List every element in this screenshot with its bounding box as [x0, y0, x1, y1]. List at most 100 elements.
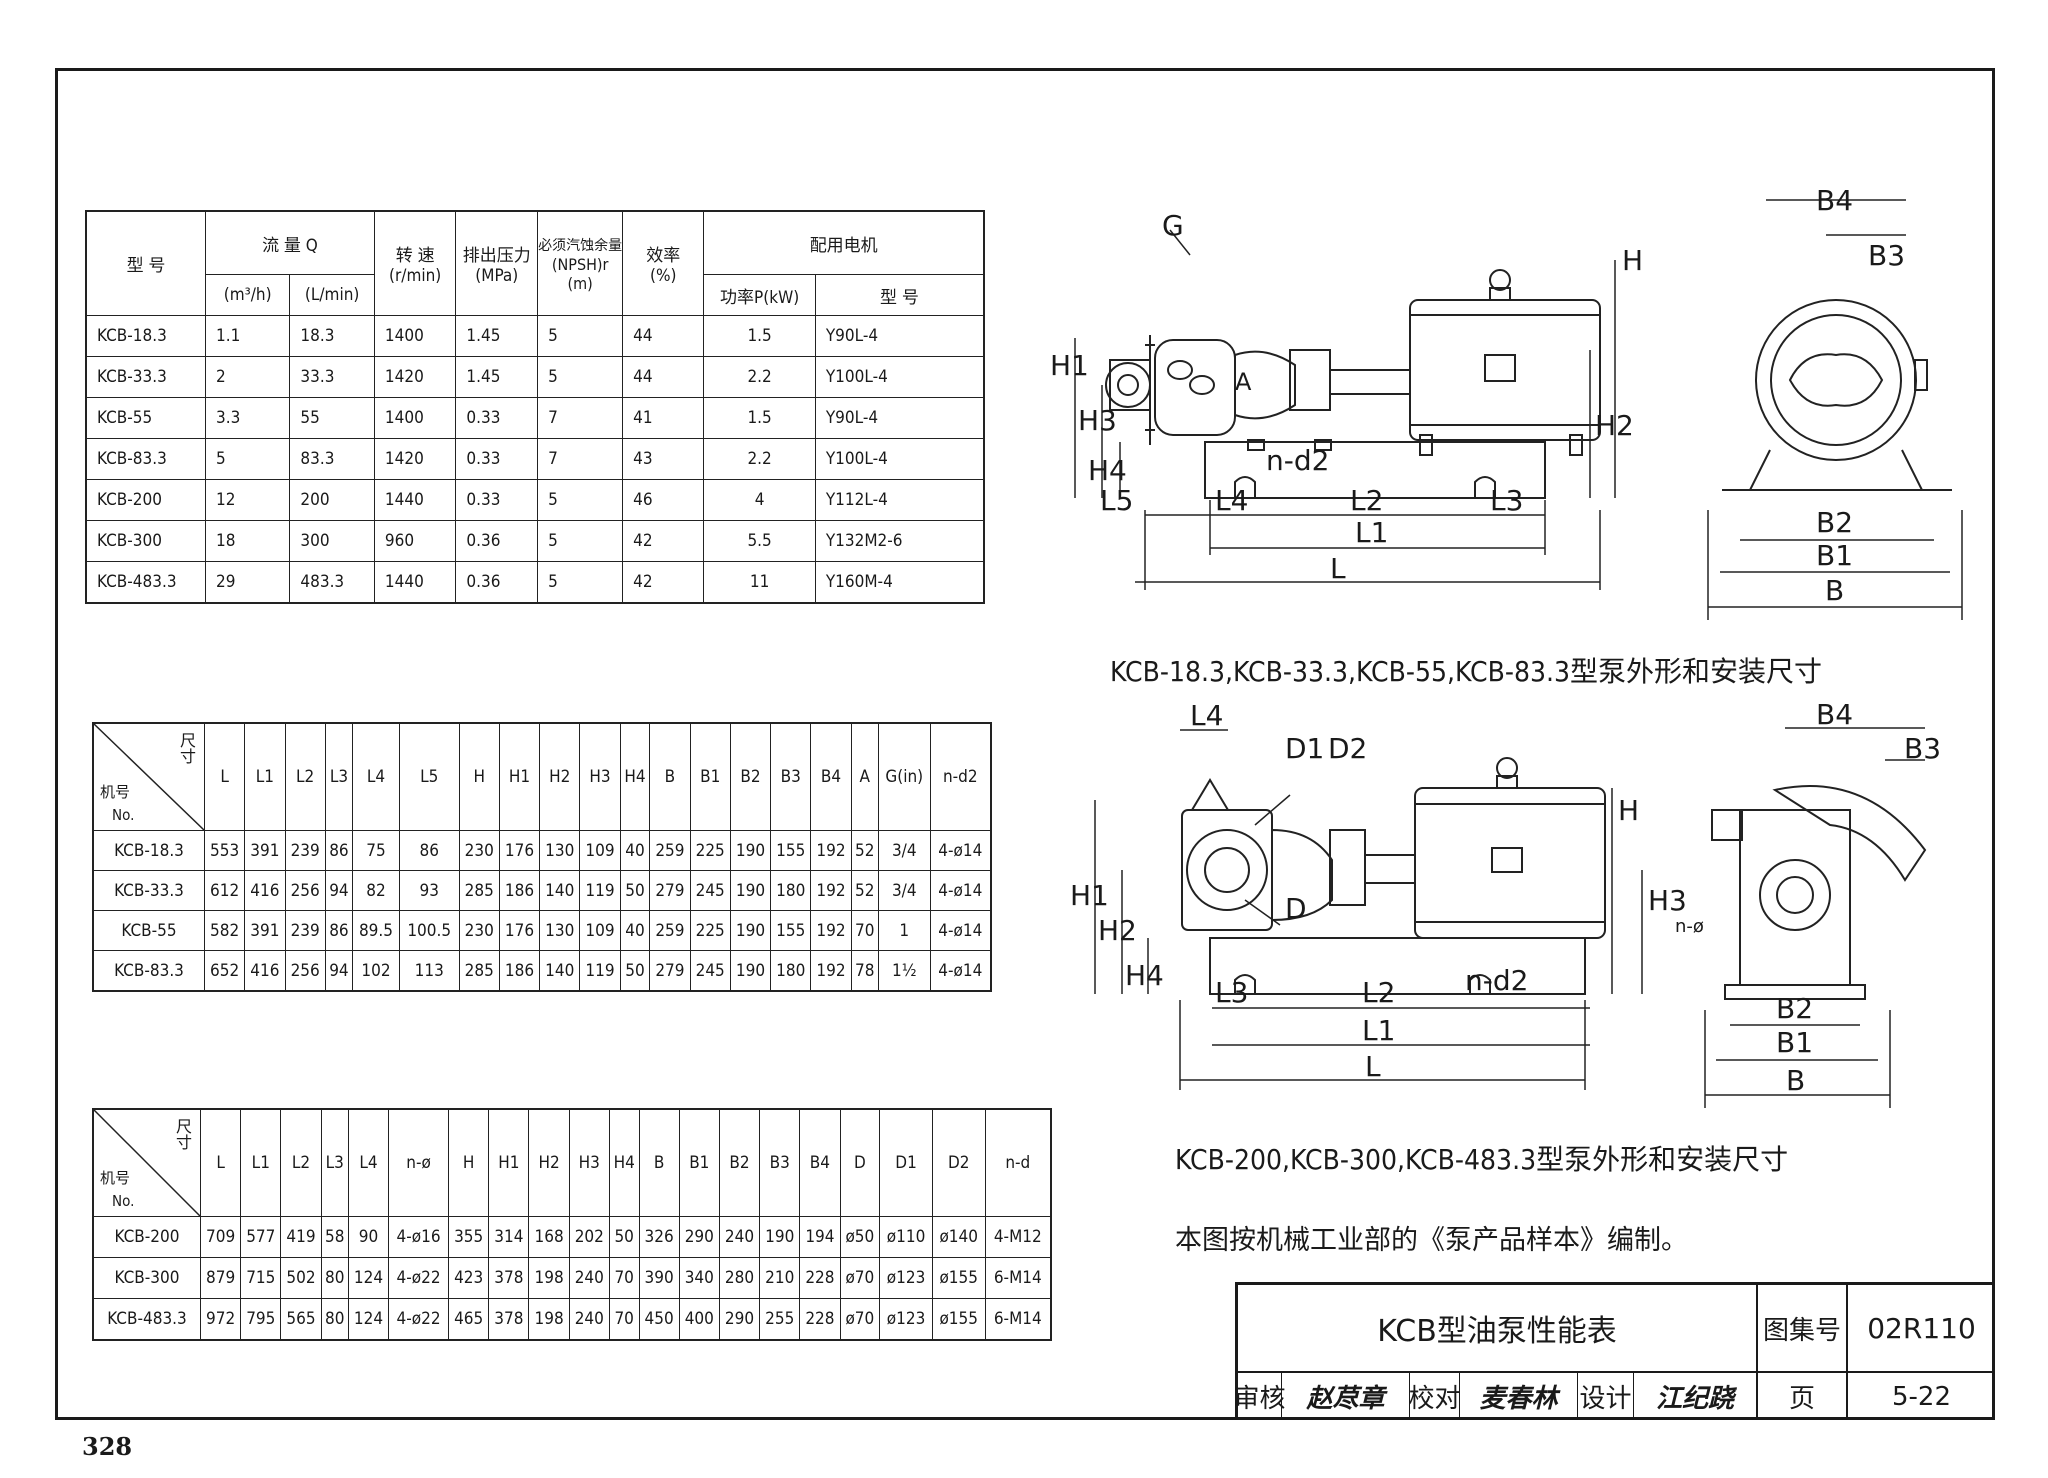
table-cell: 70 — [850, 910, 879, 951]
table-cell: 58 — [320, 1216, 349, 1258]
table-cell: 378 — [488, 1298, 530, 1341]
row-model-cell: KCB-483.3 — [92, 1298, 201, 1341]
row-model-cell: KCB-18.3 — [85, 315, 206, 357]
pump-base-side-view — [1204, 439, 1546, 499]
label-L5: L5 — [1100, 484, 1133, 517]
column-header: D — [839, 1108, 881, 1217]
motor-side-view — [1409, 269, 1601, 456]
table-cell: 0.36 — [455, 561, 539, 604]
table-cell: 100.5 — [398, 910, 460, 951]
table-cell: 113 — [398, 950, 460, 992]
source-note: 本图按机械工业部的《泵产品样本》编制。 — [1175, 1225, 1688, 1256]
table-cell: 50 — [608, 1216, 640, 1258]
table-cell: 391 — [244, 910, 286, 951]
label-H: H — [1622, 244, 1643, 277]
table-cell: ø70 — [839, 1298, 881, 1341]
row-model-cell: KCB-33.3 — [85, 356, 206, 398]
table-cell: 652 — [203, 950, 246, 992]
table-cell: 75 — [352, 830, 400, 871]
row-model-cell: KCB-200 — [85, 479, 206, 521]
table-cell: 46 — [622, 479, 705, 521]
table-cell: 1.1 — [204, 315, 291, 357]
row-model-cell: KCB-300 — [85, 520, 206, 562]
label-D: D — [1285, 892, 1307, 925]
table-cell: 390 — [638, 1257, 680, 1299]
table-cell: 70 — [608, 1298, 640, 1341]
table-cell: 285 — [458, 950, 500, 992]
table-cell: 140 — [539, 870, 581, 911]
label-B2: B2 — [1816, 506, 1853, 539]
table-cell: 502 — [280, 1257, 322, 1299]
table-cell: 55 — [289, 397, 375, 439]
row-model-cell: KCB-83.3 — [85, 438, 206, 480]
label-H1: H1 — [1050, 349, 1089, 382]
table-cell: 4 — [703, 479, 816, 521]
table-cell: 40 — [619, 910, 651, 951]
large-pump-outline-drawing: L4 D1 D2 D H1 H2 H4 H3 H n-d2 L3 L2 L1 L… — [1070, 700, 1941, 1108]
table-cell: 1.45 — [455, 315, 539, 357]
table-cell: 86 — [324, 910, 354, 951]
column-header: L4 — [347, 1108, 390, 1217]
column-header: L — [203, 722, 246, 831]
table-cell: ø123 — [879, 1257, 933, 1299]
column-header: B4 — [810, 722, 852, 831]
label-L: L — [1365, 1050, 1381, 1083]
label-nd2: n-d2 — [1266, 444, 1329, 477]
table-cell: 709 — [199, 1216, 242, 1258]
table-cell: 198 — [528, 1257, 570, 1299]
column-header: B1 — [689, 722, 731, 831]
table-cell: 290 — [678, 1216, 720, 1258]
table-cell: 124 — [347, 1257, 390, 1299]
table-cell: 225 — [689, 830, 731, 871]
table-cell: 3.3 — [204, 397, 291, 439]
table-cell: 400 — [678, 1298, 720, 1341]
column-header: D1 — [879, 1108, 933, 1217]
table-cell: 42 — [622, 520, 705, 562]
table-cell: 314 — [488, 1216, 530, 1258]
label-G: G — [1162, 209, 1184, 242]
header-pressure: 排出压力(MPa) — [455, 210, 539, 316]
table-cell: 155 — [770, 830, 812, 871]
header-flow-lmin: (L/min) — [289, 274, 375, 316]
table-cell: ø155 — [931, 1257, 986, 1299]
table-cell: 245 — [689, 870, 731, 911]
table-cell: 1½ — [877, 950, 931, 992]
table-cell: 29 — [204, 561, 291, 604]
table-cell: 582 — [203, 910, 246, 951]
table-cell: 176 — [498, 830, 541, 871]
column-header: L1 — [244, 722, 286, 831]
table-cell: 4-ø16 — [388, 1216, 450, 1258]
table-cell: 200 — [289, 479, 375, 521]
table-cell: 419 — [280, 1216, 322, 1258]
column-header: H — [458, 722, 500, 831]
table-cell: 378 — [488, 1257, 530, 1299]
table-cell: 1400 — [373, 315, 457, 357]
column-header: L — [199, 1108, 242, 1217]
table-cell: 80 — [320, 1298, 349, 1341]
table-cell: 1440 — [373, 561, 457, 604]
header-motor-model: 型 号 — [814, 274, 985, 316]
table-cell: 279 — [649, 950, 691, 992]
label-B1: B1 — [1776, 1026, 1813, 1059]
table-cell: 130 — [539, 910, 581, 951]
header-flow: 流 量 Q — [205, 210, 375, 275]
table-cell: 285 — [458, 870, 500, 911]
label-B: B — [1825, 574, 1844, 607]
label-L3: L3 — [1215, 976, 1248, 1009]
table-cell: 416 — [244, 950, 286, 992]
label-L2: L2 — [1362, 976, 1395, 1009]
table-cell: 119 — [579, 870, 621, 911]
pump-end-view — [1722, 299, 1952, 491]
column-header: B2 — [718, 1108, 761, 1217]
label-H2: H2 — [1098, 914, 1137, 947]
label-L4: L4 — [1190, 700, 1223, 732]
table-cell: 6-M14 — [984, 1257, 1052, 1299]
column-header: H — [448, 1108, 490, 1217]
table-cell: 612 — [203, 870, 246, 911]
label-B1: B1 — [1816, 539, 1853, 572]
column-header: L2 — [280, 1108, 322, 1217]
table-cell: 140 — [539, 950, 581, 992]
